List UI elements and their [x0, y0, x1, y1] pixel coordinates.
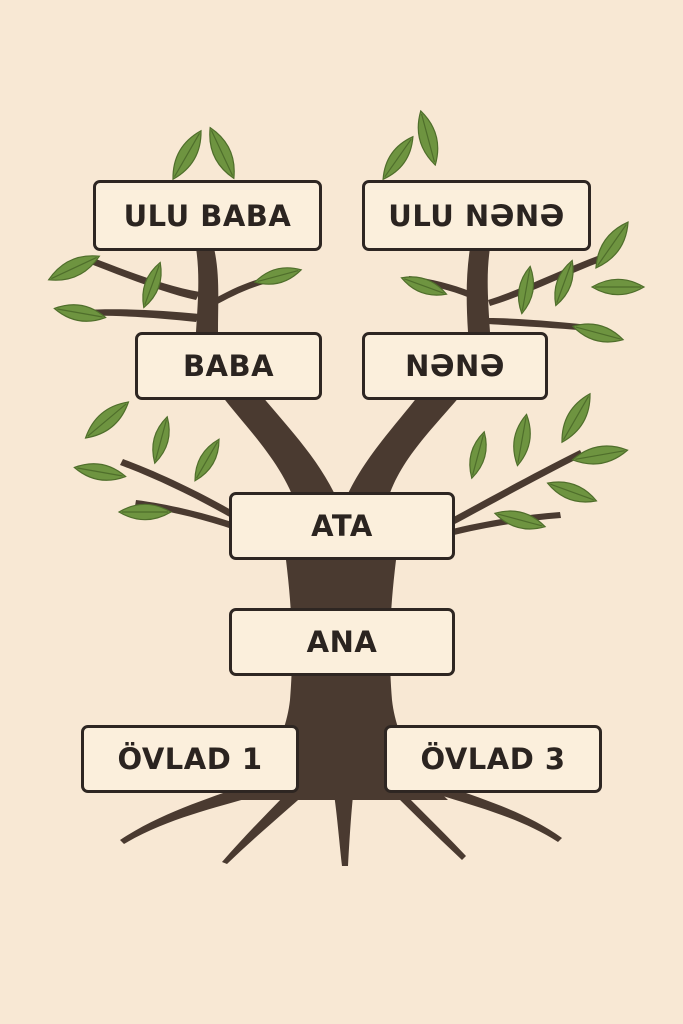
- leaf-icon: [595, 221, 629, 269]
- leaf-icon: [417, 109, 439, 167]
- leaf-icon: [117, 503, 173, 521]
- leaf-icon: [493, 510, 547, 530]
- leaf-icon: [554, 259, 574, 307]
- leaf-icon: [590, 278, 646, 296]
- branch: [85, 256, 200, 300]
- leaf-icon: [152, 415, 170, 465]
- node-nene: NƏNƏ: [362, 332, 548, 400]
- node-ovlad-1: ÖVLAD 1: [81, 725, 299, 793]
- branch: [448, 450, 583, 526]
- leaf-icon: [172, 129, 202, 181]
- leaf-icon: [561, 392, 591, 444]
- node-ulu-baba: ULU BABA: [93, 180, 322, 251]
- leaf-icon: [47, 255, 101, 281]
- leaf-icon: [73, 463, 127, 481]
- stem-left-upper: [196, 248, 219, 332]
- stem-right-upper: [466, 248, 490, 332]
- leaf-icon: [546, 481, 598, 503]
- node-ovlad-3: ÖVLAD 3: [384, 725, 602, 793]
- node-ulu-nene: ULU NƏNƏ: [362, 180, 591, 251]
- branch: [120, 459, 238, 520]
- leaf-icon: [53, 304, 107, 322]
- leaves: [47, 109, 646, 530]
- leaf-icon: [469, 430, 487, 480]
- leaf-icon: [517, 265, 535, 315]
- trunk-branch-right: [338, 396, 460, 520]
- node-ana: ANA: [229, 608, 455, 676]
- branch: [488, 255, 603, 306]
- branch: [82, 309, 200, 322]
- leaf-icon: [382, 135, 414, 181]
- leaf-icon: [253, 267, 303, 285]
- node-ata: ATA: [229, 492, 455, 560]
- leaf-icon: [209, 126, 235, 180]
- node-baba: BABA: [135, 332, 322, 400]
- leaf-icon: [571, 323, 625, 343]
- branch: [488, 318, 600, 332]
- trunk-branch-left: [222, 396, 345, 520]
- leaf-icon: [84, 401, 130, 439]
- leaf-icon: [571, 445, 629, 465]
- leaf-icon: [142, 261, 162, 309]
- leaf-icon: [400, 276, 448, 296]
- leaf-icon: [513, 413, 531, 467]
- leaf-icon: [194, 438, 220, 482]
